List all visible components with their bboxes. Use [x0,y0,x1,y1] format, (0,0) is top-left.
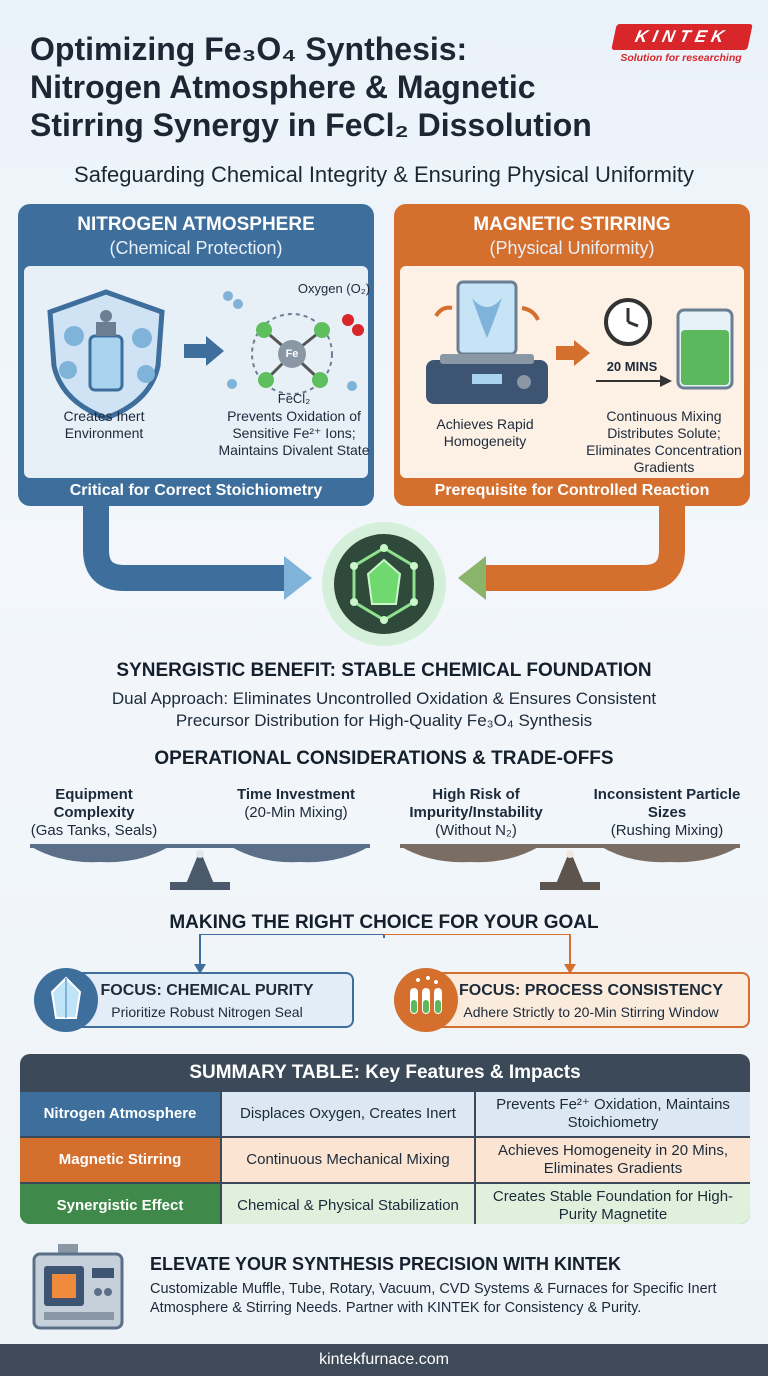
furnace-icon [32,1244,124,1330]
clock-icon [604,298,652,346]
logo-tagline: Solution for researching [620,52,742,64]
tradeoff-detail-3: (Without N₂) [435,822,517,839]
cta-title: ELEVATE YOUR SYNTHESIS PRECISION WITH KI… [150,1254,622,1274]
arrow-right-icon-2 [556,340,590,366]
stirring-panel-body: Achieves Rapid Homogeneity 20 MINS Conti… [400,266,744,478]
fecl2-molecule-icon [223,291,364,395]
table-cell-mechanism: Chemical & Physical Stabilization [222,1184,474,1224]
focus-purity-subtitle: Prioritize Robust Nitrogen Seal [111,1004,303,1020]
table-cell-impact: Creates Stable Foundation for High-Purit… [476,1184,750,1224]
fe-label: Fe [285,348,299,360]
tradeoff-title-4: Inconsistent Particle Sizes [593,786,741,821]
table-cell-feature: Synergistic Effect [20,1184,220,1224]
tradeoffs-heading: OPERATIONAL CONSIDERATIONS & TRADE-OFFS [154,748,614,769]
tradeoff-detail-4: (Rushing Mixing) [610,822,724,839]
stirring-caption-left: Achieves Rapid Homogeneity [436,416,534,449]
table-cell-feature: Magnetic Stirring [20,1138,220,1182]
focus-consistency-card[interactable]: FOCUS: PROCESS CONSISTENCY Adhere Strict… [432,972,750,1028]
choice-heading: MAKING THE RIGHT CHOICE FOR YOUR GOAL [169,912,599,933]
table-cell-impact: Prevents Fe²⁺ Oxidation, Maintains Stoic… [476,1092,750,1136]
orange-flow-arrow [484,490,685,591]
focus-purity-card[interactable]: FOCUS: CHEMICAL PURITY Prioritize Robust… [60,972,354,1028]
stirring-panel-footer: Prerequisite for Controlled Reaction [434,482,710,499]
time-arrow-icon [596,375,672,387]
table-row: Synergistic Effect Chemical & Physical S… [20,1184,750,1224]
tradeoff-item-4: Inconsistent Particle Sizes (Rushing Mix… [592,786,742,840]
page-subtitle: Safeguarding Chemical Integrity & Ensuri… [74,162,694,187]
stirring-panel-title: MAGNETIC STIRRING [473,214,671,235]
title-line-3: Stirring Synergy in FeCl₂ Dissolution [30,107,592,143]
flow-arrows [83,490,685,600]
tradeoff-detail-2: (20-Min Mixing) [244,804,348,821]
nitrogen-panel-subtitle: (Chemical Protection) [109,238,283,258]
blue-arrow-head [284,556,312,600]
test-tubes-icon [394,968,458,1032]
synergy-line-1: Dual Approach: Eliminates Uncontrolled O… [111,689,657,708]
shield-icon [47,289,165,421]
nitrogen-panel-body: Creates Inert Environment Oxygen (O₂) Fe [24,266,370,478]
focus-purity-title: FOCUS: CHEMICAL PURITY [100,982,314,999]
stirring-panel-subtitle: (Physical Uniformity) [489,238,655,258]
orange-arrow-head [458,556,486,600]
nitrogen-caption-right: Prevents Oxidation of Sensitive Fe²⁺ Ion… [218,408,370,458]
stirring-caption-right: Continuous Mixing Distributes Solute; El… [586,408,742,475]
table-cell-mechanism: Displaces Oxygen, Creates Inert [222,1092,474,1136]
synergy-heading: SYNERGISTIC BENEFIT: STABLE CHEMICAL FOU… [116,660,652,681]
summary-table: SUMMARY TABLE: Key Features & Impacts Ni… [20,1054,750,1224]
tradeoff-title-1: Equipment Complexity [53,786,135,821]
table-row: Magnetic Stirring Continuous Mechanical … [20,1138,750,1182]
tradeoff-item-2: Time Investment (20-Min Mixing) [226,786,366,822]
synergy-line-2: Precursor Distribution for High-Quality … [175,711,593,730]
arrow-right-icon [184,336,224,366]
title-line-1: Optimizing Fe₃O₄ Synthesis: [30,31,468,67]
tradeoff-item-3: High Risk of Impurity/Instability (Witho… [396,786,556,840]
focus-consistency-title: FOCUS: PROCESS CONSISTENCY [458,982,724,999]
nitrogen-panel: NITROGEN ATMOSPHERE (Chemical Protection… [18,204,374,506]
balance-scales [30,844,740,890]
tradeoff-title-2: Time Investment [236,786,356,803]
blue-flow-arrow [83,490,286,591]
focus-consistency-subtitle: Adhere Strictly to 20-Min Stirring Windo… [463,1004,719,1020]
fecl2-label: FeCl₂ [277,391,311,406]
table-cell-impact: Achieves Homogeneity in 20 Mins, Elimina… [476,1138,750,1182]
magnetic-stirrer-icon [426,280,548,404]
table-cell-feature: Nitrogen Atmosphere [20,1092,220,1136]
nitrogen-panel-footer: Critical for Correct Stoichiometry [69,482,323,499]
time-label: 20 MINS [606,359,658,374]
tradeoff-title-3: High Risk of Impurity/Instability [409,786,543,821]
crystal-icon [34,968,98,1032]
kintek-logo[interactable]: KINTEK [611,24,753,50]
table-row: Nitrogen Atmosphere Displaces Oxygen, Cr… [20,1092,750,1136]
stirring-panel: MAGNETIC STIRRING (Physical Uniformity) … [394,204,750,506]
tradeoff-item-1: Equipment Complexity (Gas Tanks, Seals) [24,786,164,840]
footer-url-link[interactable]: kintekfurnace.com [0,1344,768,1376]
page-title: Optimizing Fe₃O₄ Synthesis: Nitrogen Atm… [30,30,670,144]
cta-body: Customizable Muffle, Tube, Rotary, Vacuu… [150,1281,717,1316]
left-scale-icon [30,844,370,890]
right-scale-icon [400,844,740,890]
table-cell-mechanism: Continuous Mechanical Mixing [222,1138,474,1182]
summary-table-title: SUMMARY TABLE: Key Features & Impacts [189,1062,581,1083]
oxygen-label: Oxygen (O₂) [297,281,371,296]
tradeoff-detail-1: (Gas Tanks, Seals) [30,822,158,839]
title-line-2: Nitrogen Atmosphere & Magnetic [30,69,536,105]
choice-connectors [194,934,576,974]
nitrogen-panel-title: NITROGEN ATMOSPHERE [77,214,315,235]
green-beaker-icon [676,308,734,390]
crystal-hub-icon [322,522,446,646]
nitrogen-caption-left: Creates Inert Environment [63,408,145,441]
